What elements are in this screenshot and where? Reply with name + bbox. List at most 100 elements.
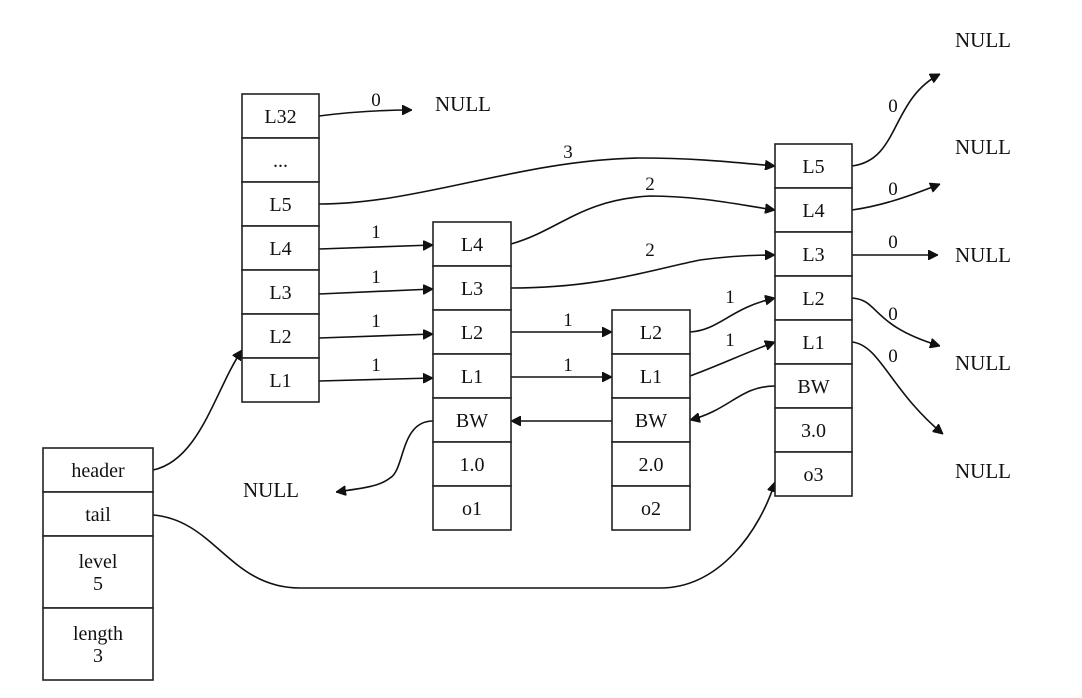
edge-o3-BW-to-o2-BW <box>690 385 776 420</box>
header-field-box <box>42 535 154 609</box>
node-cell-text: ... <box>273 150 288 172</box>
node-cell: L1 <box>241 357 320 403</box>
edge-span-label: 1 <box>371 311 381 332</box>
header-field-text: tail <box>85 504 111 526</box>
header-field-header: header <box>42 447 154 493</box>
edge-o2-L1-to-o3-L1 <box>689 342 775 377</box>
node-cell-text: o1 <box>462 498 482 520</box>
edge-line <box>336 420 434 492</box>
node-cell: L2 <box>774 275 853 321</box>
node-cell-text: L5 <box>802 156 824 178</box>
node-cell-box <box>432 397 512 443</box>
node-cell-text: BW <box>635 410 667 432</box>
edge-line <box>318 378 433 381</box>
node-cell: L2 <box>241 313 320 359</box>
null-o3-l4: NULL <box>955 135 1011 159</box>
edge-line <box>318 110 412 117</box>
node-cell-text: L2 <box>269 326 291 348</box>
node-cell: ... <box>241 137 320 183</box>
header-field-tail: tail <box>42 491 154 537</box>
node-cell: L4 <box>774 187 853 233</box>
edge-span-label: 0 <box>888 232 898 253</box>
node-cell: 2.0 <box>611 441 691 487</box>
edge-line <box>851 341 943 434</box>
edge-span-label: 1 <box>563 310 573 331</box>
edge-o1-L3-to-o3-L3 <box>510 255 775 289</box>
node-cell-box <box>774 319 853 365</box>
node-cell-text: o3 <box>804 464 824 486</box>
node-cell-text: 1.0 <box>460 454 485 476</box>
edge-line <box>690 385 776 420</box>
node-cell-text: BW <box>456 410 488 432</box>
header-field-text: level <box>79 551 118 573</box>
edge-head-L4-to-o1-L4 <box>318 245 433 249</box>
edge-line <box>851 73 940 167</box>
edge-span-label: 1 <box>725 330 735 351</box>
node-cell-box <box>774 275 853 321</box>
edges-layer <box>152 73 943 589</box>
node-cell: L32 <box>241 93 320 139</box>
edge-line <box>851 184 940 211</box>
edge-header-tail-to-o3-o3 <box>152 482 775 589</box>
null-o1-backward: NULL <box>243 478 299 502</box>
node-cell: L4 <box>241 225 320 271</box>
node-cell: L2 <box>432 309 512 355</box>
node-cell: L5 <box>241 181 320 227</box>
labels-layer: 03111122111100000NULLNULLNULLNULLNULLNUL… <box>243 28 1011 502</box>
node-cell-box <box>241 93 320 139</box>
null-o3-l2: NULL <box>955 351 1011 375</box>
edge-line <box>851 297 940 346</box>
edge-head-L32-to-NULL <box>318 110 412 117</box>
node-cell-box <box>611 441 691 487</box>
node-cell-text: L2 <box>461 322 483 344</box>
node-cell-box <box>432 265 512 311</box>
node-cell-text: 2.0 <box>639 454 664 476</box>
node-cell-box <box>774 143 853 189</box>
node-cell-box <box>241 225 320 271</box>
null-level32: NULL <box>435 92 491 116</box>
edge-span-label: 0 <box>888 179 898 200</box>
nodes-layer: headertaillevel5length3L32...L5L4L3L2L1L… <box>42 93 853 681</box>
edge-o2-L2-to-o3-L2 <box>689 298 775 333</box>
edge-o3-L5-to-NULL <box>851 73 940 167</box>
edge-line <box>318 157 775 205</box>
edge-line <box>318 289 433 295</box>
null-o3-l1: NULL <box>955 459 1011 483</box>
node-cell: L1 <box>432 353 512 399</box>
edge-head-L3-to-o1-L3 <box>318 289 433 295</box>
node-cell: L3 <box>774 231 853 277</box>
node-cell-box <box>241 137 320 183</box>
node-cell: o3 <box>774 451 853 497</box>
node-cell-box <box>611 485 691 531</box>
node-cell-text: L3 <box>461 278 483 300</box>
edge-o1-BW-to-NULL <box>336 420 434 492</box>
node-cell-box <box>611 397 691 443</box>
node-cell-text: BW <box>797 376 829 398</box>
node-cell-text: L2 <box>802 288 824 310</box>
node-cell-box <box>432 485 512 531</box>
node-cell: L1 <box>611 353 691 399</box>
node-cell-text: o2 <box>641 498 661 520</box>
node-cell: 3.0 <box>774 407 853 453</box>
node-cell: L3 <box>241 269 320 315</box>
header-field-text: header <box>71 460 125 482</box>
edge-span-label: 0 <box>888 304 898 325</box>
header-field-text: 5 <box>93 573 103 595</box>
header-field-text: length <box>73 623 123 645</box>
edge-span-label: 0 <box>371 90 381 111</box>
node-cell-box <box>432 221 512 267</box>
node-cell-text: L2 <box>640 322 662 344</box>
edge-span-label: 2 <box>645 174 655 195</box>
null-o3-l5: NULL <box>955 28 1011 52</box>
edge-o3-L4-to-NULL <box>851 184 940 211</box>
edge-span-label: 2 <box>645 240 655 261</box>
edge-line <box>318 334 433 338</box>
header-field-box <box>42 607 154 681</box>
node-cell-box <box>774 407 853 453</box>
node-cell-text: L3 <box>802 244 824 266</box>
node-cell: L2 <box>611 309 691 355</box>
